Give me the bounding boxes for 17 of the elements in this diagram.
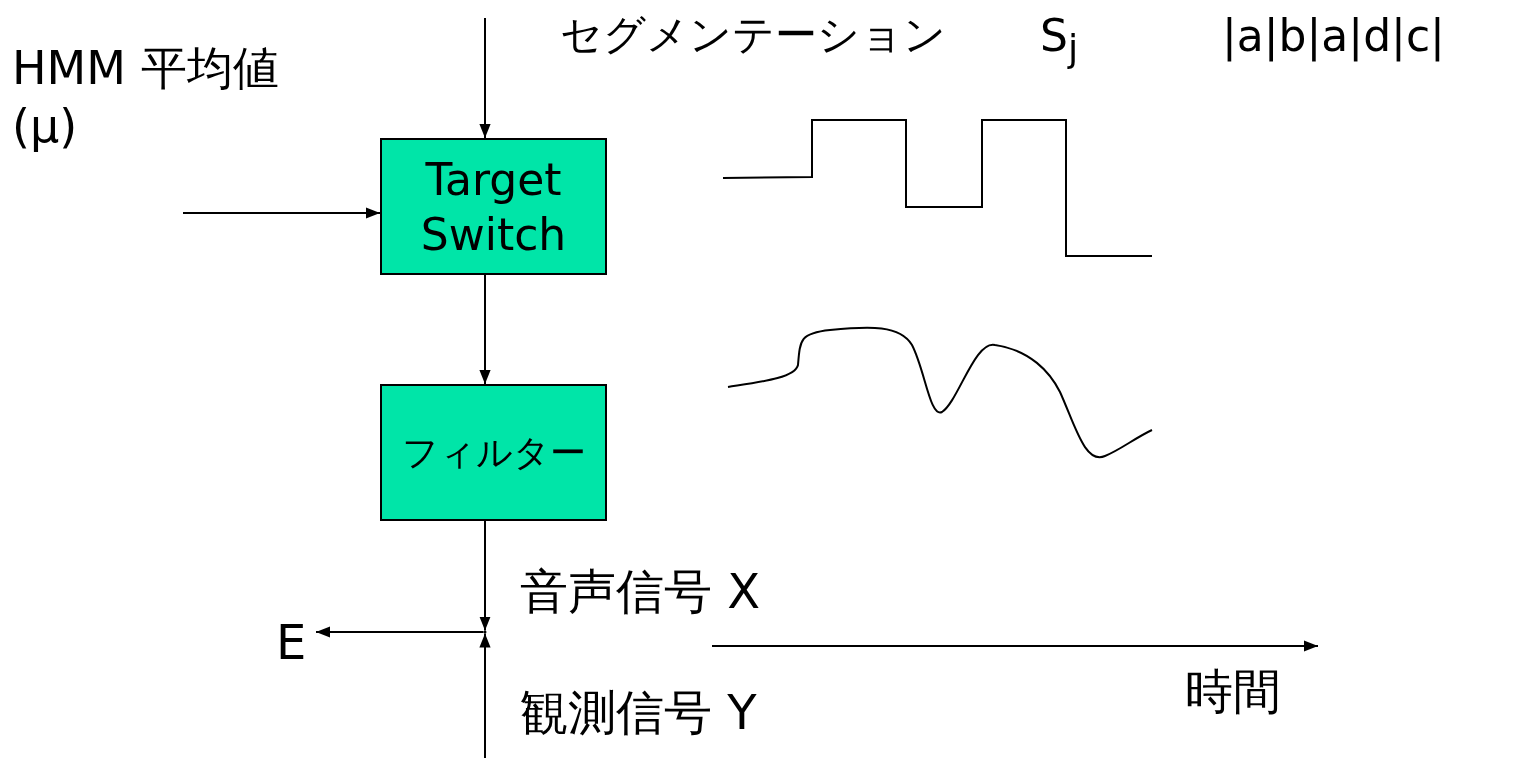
arrow — [315, 626, 485, 638]
arrow — [479, 17, 491, 139]
sequence-label: |a|b|a|d|c| — [1222, 12, 1445, 61]
signal-label: 音声信号 X — [520, 565, 761, 618]
symbol-label: S$_{j}$ — [1040, 12, 1079, 70]
arrow — [479, 274, 491, 385]
input-label: HMM 平均値(μ) — [12, 40, 312, 213]
junction-dot — [483, 630, 487, 634]
signal-label: 観測信号 Y — [520, 686, 757, 739]
output-label: E — [276, 612, 316, 668]
segmentation-label: セグメンテーション — [560, 12, 946, 59]
arrow — [182, 207, 381, 219]
axis-label: 時間 — [1185, 665, 1281, 718]
process-box: Target Switch — [380, 138, 607, 275]
arrow — [479, 520, 491, 632]
process-box: フィルター — [380, 384, 607, 521]
arrow — [479, 632, 491, 758]
